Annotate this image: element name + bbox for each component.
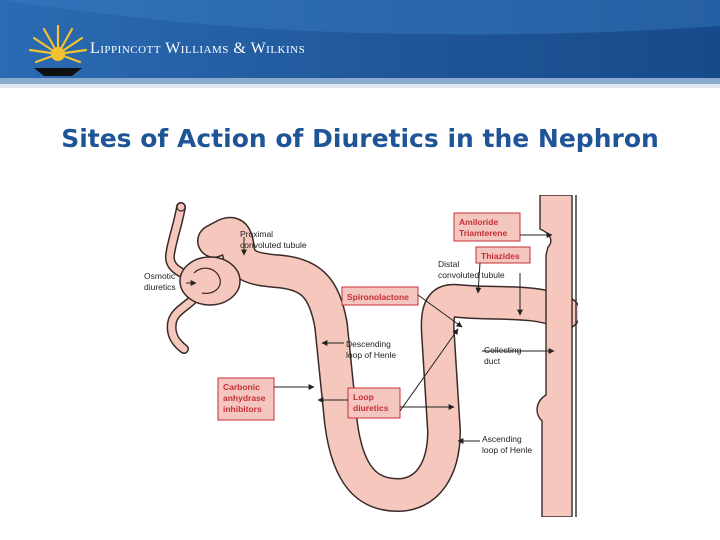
collecting-duct (536, 194, 577, 518)
distal-label-2: convoluted tubule (438, 270, 505, 280)
loop-label: Loop (353, 392, 374, 402)
proximal-label-2: convoluted tubule (240, 240, 307, 250)
ascending-label-2: loop of Henle (482, 445, 532, 455)
header-background (0, 0, 720, 88)
spironolactone-label: Spironolactone (347, 292, 409, 302)
sunburst-logo-icon (28, 24, 88, 76)
osmotic-label-2: diuretics (144, 282, 176, 292)
ascending-label-1: Ascending (482, 434, 522, 444)
loop-diuretics-box (347, 387, 401, 419)
nephron-illustration: Proximal convoluted tubule Osmotic diure… (136, 194, 581, 518)
proximal-label-1: Proximal (240, 229, 273, 239)
bowmans-capsule (179, 256, 241, 306)
diuretics-label: diuretics (353, 403, 389, 413)
carbonic-box (217, 377, 275, 421)
nephron-tubule (197, 217, 581, 512)
spironolactone-box (341, 286, 419, 306)
anhydrase-label: anhydrase (223, 393, 266, 403)
descending-label-2: loop of Henle (346, 350, 396, 360)
slide-title: Sites of Action of Diuretics in the Neph… (61, 124, 659, 153)
distal-label-1: Distal (438, 259, 459, 269)
pointer-arrows (186, 232, 555, 444)
amiloride-box (453, 212, 521, 242)
osmotic-label-1: Osmotic (144, 271, 176, 281)
triamterene-label: Triamterene (459, 228, 507, 238)
collecting-label-1: Collecting (484, 345, 522, 355)
capillary-end (176, 202, 186, 212)
publisher-name: Lippincott Williams & Wilkins (90, 40, 306, 57)
nephron-diagram: Proximal convoluted tubule Osmotic diure… (136, 194, 581, 518)
inhibitors-label: inhibitors (223, 404, 262, 414)
descending-label-1: Descending (346, 339, 391, 349)
carbonic-label: Carbonic (223, 382, 260, 392)
thiazides-label: Thiazides (481, 251, 520, 261)
amiloride-label: Amiloride (459, 217, 498, 227)
collecting-label-2: duct (484, 356, 501, 366)
header-bar: Lippincott Williams & Wilkins (0, 0, 720, 88)
thiazides-box (475, 246, 531, 264)
glomerulus-detail (193, 267, 221, 294)
